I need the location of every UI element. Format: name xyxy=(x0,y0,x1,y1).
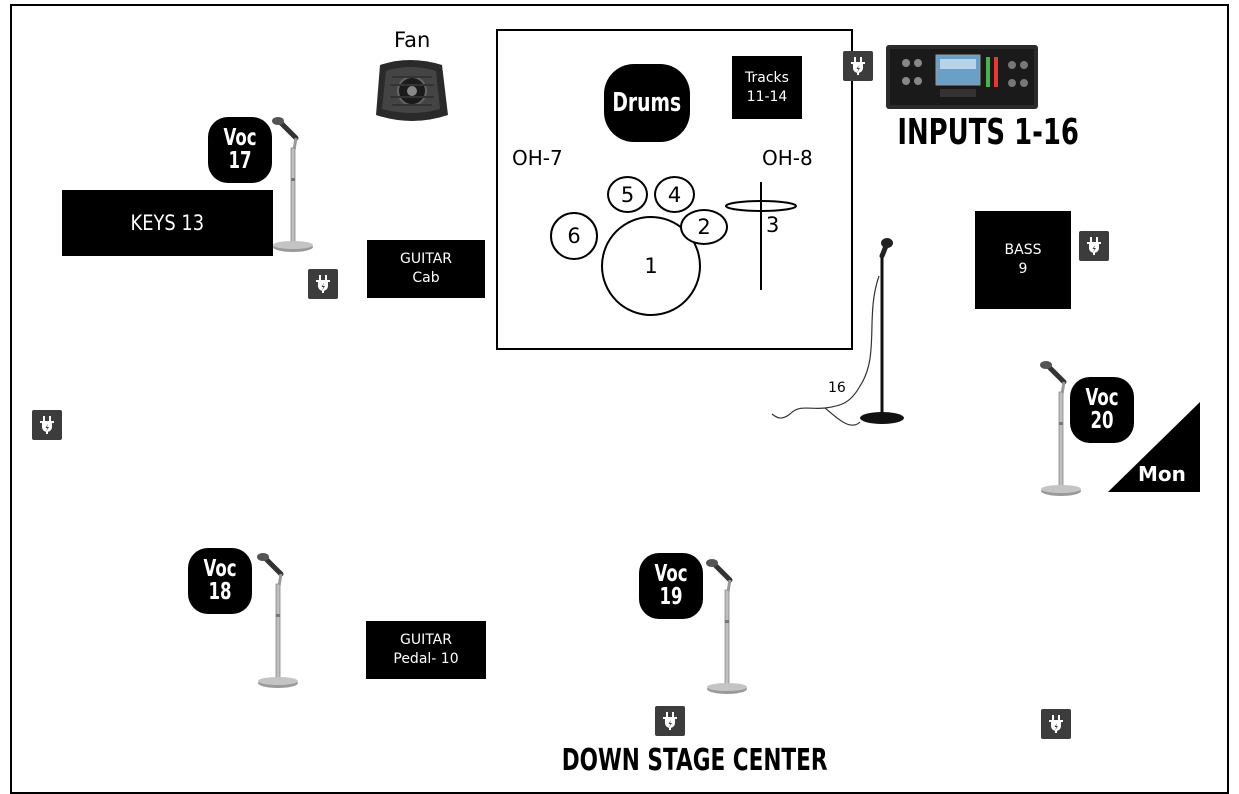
power-outlet-icon xyxy=(32,410,62,440)
vocal-18-number: 18 xyxy=(208,579,232,605)
tracks-label: Tracks xyxy=(745,69,789,86)
power-outlet-icon xyxy=(655,706,685,736)
guitar-cab-label: GUITAR xyxy=(400,251,452,268)
vocal-20-number: 20 xyxy=(1090,408,1114,434)
bass-label: BASS xyxy=(1004,242,1042,259)
bass-box: BASS 9 xyxy=(975,211,1071,309)
monitor-label: Mon xyxy=(1138,462,1186,486)
mic-stand-16-icon xyxy=(771,238,904,426)
inputs-title-wrap: INPUTS 1-16 xyxy=(862,112,1080,153)
floor-tom: 6 xyxy=(550,212,598,260)
mic-stand-icon xyxy=(694,558,754,698)
mic-stand-icon xyxy=(245,552,305,692)
drums-label-box: Drums xyxy=(604,64,690,142)
floor-tom-number: 6 xyxy=(567,224,581,248)
tracks-box: Tracks 11-14 xyxy=(732,56,802,119)
power-outlet-icon xyxy=(308,269,338,299)
mic-stand-icon xyxy=(1028,360,1088,500)
keys-label: KEYS 13 xyxy=(130,211,205,235)
power-outlet-icon xyxy=(1041,709,1071,739)
rack-tom-5-number: 5 xyxy=(620,182,635,207)
power-outlet-icon xyxy=(1079,231,1109,261)
guitar-cab-sub: Cab xyxy=(412,270,440,286)
overhead-7-label: OH-7 xyxy=(512,146,563,170)
keys-box: KEYS 13 xyxy=(62,190,273,256)
rack-tom-4-number: 4 xyxy=(667,182,682,207)
vocal-19-number: 19 xyxy=(659,584,683,610)
vocal-badge-17: Voc 17 xyxy=(208,117,272,183)
vocal-19-label: Voc xyxy=(654,561,688,587)
hihat-icon xyxy=(725,182,797,290)
vocal-17-number: 17 xyxy=(228,148,252,174)
bass-channel: 9 xyxy=(1018,261,1028,277)
mic-stand-icon xyxy=(260,116,320,256)
vocal-18-label: Voc xyxy=(203,556,237,582)
vocal-badge-20: Voc 20 xyxy=(1070,377,1134,443)
vocal-badge-19: Voc 19 xyxy=(639,553,703,619)
kick-drum-number: 1 xyxy=(644,254,658,278)
hihat-number: 3 xyxy=(766,213,780,237)
fan-label: Fan xyxy=(394,28,431,52)
power-outlet-icon xyxy=(843,51,873,81)
vocal-17-label: Voc xyxy=(223,125,257,151)
mixer-rack-icon xyxy=(886,45,1038,109)
drum-riser xyxy=(496,29,853,350)
down-stage-center-wrap: DOWN STAGE CENTER xyxy=(510,743,828,778)
guitar-pedal-sub: Pedal- 10 xyxy=(393,651,459,667)
vocal-20-label: Voc xyxy=(1085,385,1119,411)
overhead-8-label: OH-8 xyxy=(762,146,813,170)
tracks-channels: 11-14 xyxy=(746,88,788,105)
guitar-pedal-box: GUITAR Pedal- 10 xyxy=(366,621,486,679)
mic-16-label: 16 xyxy=(828,380,846,396)
guitar-pedal-label: GUITAR xyxy=(399,632,452,649)
down-stage-center-label: DOWN STAGE CENTER xyxy=(561,743,828,778)
rack-tom-4: 4 xyxy=(654,176,695,213)
fan-icon xyxy=(376,60,448,121)
vocal-badge-18: Voc 18 xyxy=(188,548,252,614)
monitor-wedge-icon xyxy=(1108,402,1200,492)
guitar-cab-box: GUITAR Cab xyxy=(367,240,485,298)
rack-tom-5: 5 xyxy=(607,176,648,213)
snare-drum: 2 xyxy=(680,209,728,245)
drums-label: Drums xyxy=(612,88,682,118)
inputs-title: INPUTS 1-16 xyxy=(897,112,1079,153)
snare-drum-number: 2 xyxy=(697,215,711,239)
